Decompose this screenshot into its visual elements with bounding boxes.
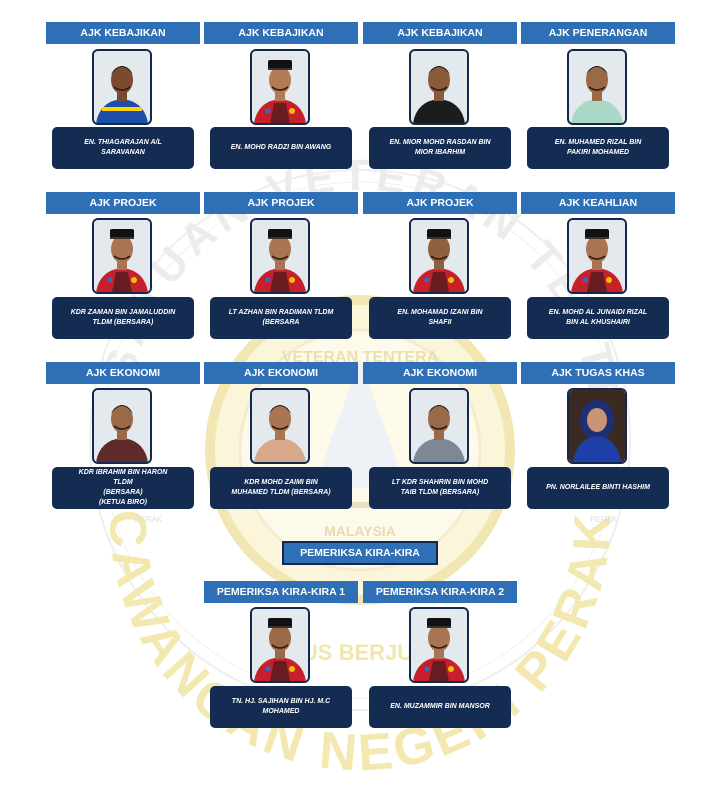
auditor-section-heading: PEMERIKSA KIRA-KIRA (282, 541, 438, 565)
role-header: AJK EKONOMI (363, 362, 517, 384)
auditor-name: EN. MUZAMMIR BIN MANSOR (369, 686, 511, 728)
member-name: KDR IBRAHIM BIN HARON TLDM (BERSARA) (KE… (52, 467, 194, 509)
member-name: PN. NORLAILEE BINTI HASHIM (527, 467, 669, 509)
member-photo (567, 49, 627, 125)
watermark-inner-bottom: MALAYSIA (324, 523, 396, 539)
role-header: AJK EKONOMI (204, 362, 358, 384)
member-name: KDR ZAMAN BIN JAMALUDDIN TLDM (BERSARA) (52, 297, 194, 339)
member-name: KDR MOHD ZAIMI BIN MUHAMED TLDM (BERSARA… (210, 467, 352, 509)
member-name: EN. MOHD RADZI BIN AWANG (210, 127, 352, 169)
role-header: PEMERIKSA KIRA-KIRA 2 (363, 581, 517, 603)
role-header: AJK PROJEK (363, 192, 517, 214)
auditor-name: TN. HJ. SAJIHAN BIN HJ. M.C MOHAMED (210, 686, 352, 728)
auditor-photo (409, 607, 469, 683)
member-name: LT KDR SHAHRIN BIN MOHD TAIB TLDM (BERSA… (369, 467, 511, 509)
role-header: AJK KEAHLIAN (521, 192, 675, 214)
member-photo (92, 218, 152, 294)
member-name: LT AZHAN BIN RADIMAN TLDM (BERSARA (210, 297, 352, 339)
auditor-photo (250, 607, 310, 683)
role-header: AJK KEBAJIKAN (363, 22, 517, 44)
member-photo (409, 218, 469, 294)
member-photo (409, 388, 469, 464)
member-photo (567, 218, 627, 294)
member-photo (567, 388, 627, 464)
member-photo (250, 218, 310, 294)
role-header: AJK TUGAS KHAS (521, 362, 675, 384)
member-photo (250, 49, 310, 125)
role-header: AJK EKONOMI (46, 362, 200, 384)
watermark-small-right: PERAK (590, 515, 618, 524)
member-name: EN. THIAGARAJAN A/L SARAVANAN (52, 127, 194, 169)
member-name: EN. MOHAMAD IZANI BIN SHAFII (369, 297, 511, 339)
member-photo (250, 388, 310, 464)
member-photo (92, 388, 152, 464)
member-name: EN. MUHAMED RIZAL BIN PAKIRI MOHAMED (527, 127, 669, 169)
role-header: AJK PROJEK (204, 192, 358, 214)
member-name: EN. MIOR MOHD RASDAN BIN MIOR IBARHIM (369, 127, 511, 169)
role-header: PEMERIKSA KIRA-KIRA 1 (204, 581, 358, 603)
role-header: AJK KEBAJIKAN (204, 22, 358, 44)
member-name: EN. MOHD AL JUNAIDI RIZAL BIN AL KHUSHAI… (527, 297, 669, 339)
watermark-small-left: PERAK (135, 515, 163, 524)
member-photo (92, 49, 152, 125)
role-header: AJK PENERANGAN (521, 22, 675, 44)
role-header: AJK PROJEK (46, 192, 200, 214)
member-photo (409, 49, 469, 125)
role-header: AJK KEBAJIKAN (46, 22, 200, 44)
